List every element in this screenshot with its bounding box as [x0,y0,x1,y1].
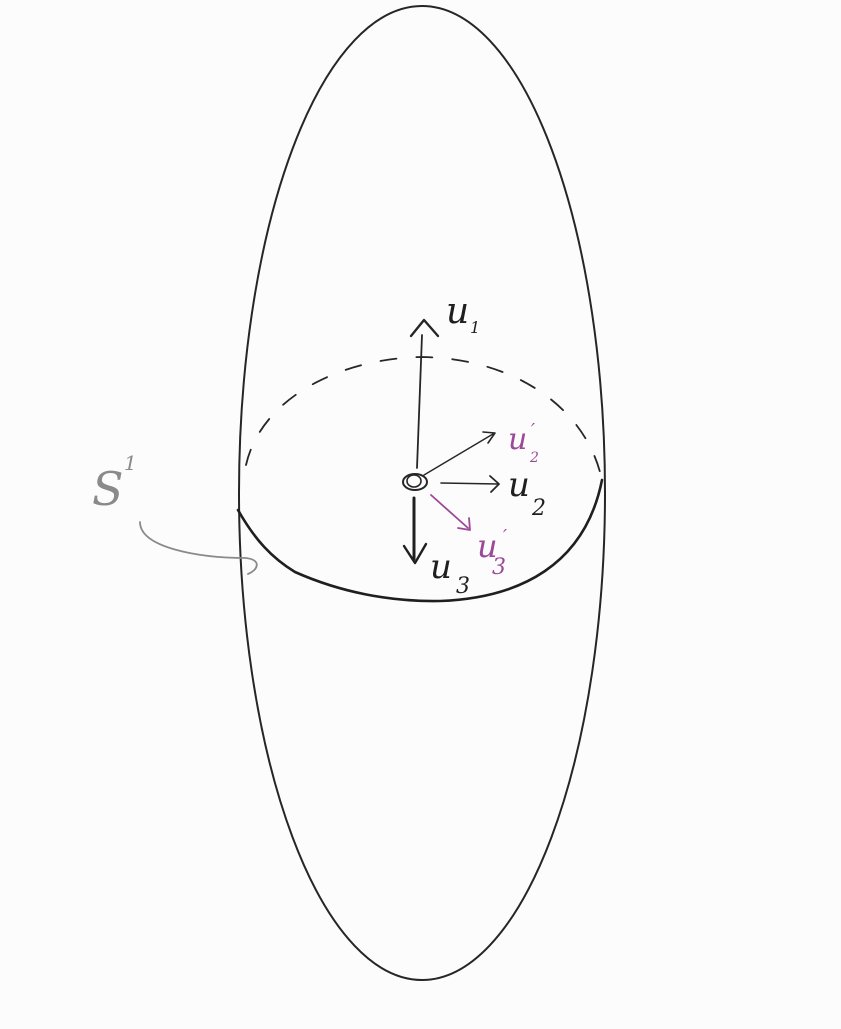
u2-label: u 2 [508,465,546,521]
u2-prime-label-main: u [508,422,527,457]
s1-label-sup: 1 [124,451,137,475]
u2-prime-label: u ′ 2 [508,420,539,466]
sphere-outline [238,5,606,981]
u2-axis-arrow [440,475,500,493]
s1-label-main: S [92,462,124,516]
u3-axis-arrow [402,496,428,565]
u1-label-main: u [446,291,469,332]
origin-point [402,473,428,491]
u2-label-sub: 2 [531,496,546,521]
u3-label-main: u [430,547,452,587]
u3-prime-axis-arrow [430,494,471,531]
u2-prime-label-prime: ′ [531,420,535,441]
u1-axis-arrow [409,318,440,469]
s1-label: S 1 [92,451,137,516]
u3-label: u 3 [430,547,470,599]
u3-prime-label-main: u [477,527,498,565]
u3-label-sub: 3 [456,574,470,599]
u3-prime-label: u ′ 3 [477,526,507,580]
s1-pointer-curve [139,521,258,575]
u3-prime-label-sub: 3 [492,555,506,580]
u2-label-main: u [508,465,530,505]
u1-label: u 1 [446,291,480,337]
equator-back-dashed [245,356,601,473]
u2-prime-axis-arrow [423,431,496,476]
u1-label-sub: 1 [470,318,480,337]
equator-front [236,478,604,603]
u2-prime-label-sub: 2 [529,450,539,466]
u3-prime-label-prime: ′ [503,526,507,547]
